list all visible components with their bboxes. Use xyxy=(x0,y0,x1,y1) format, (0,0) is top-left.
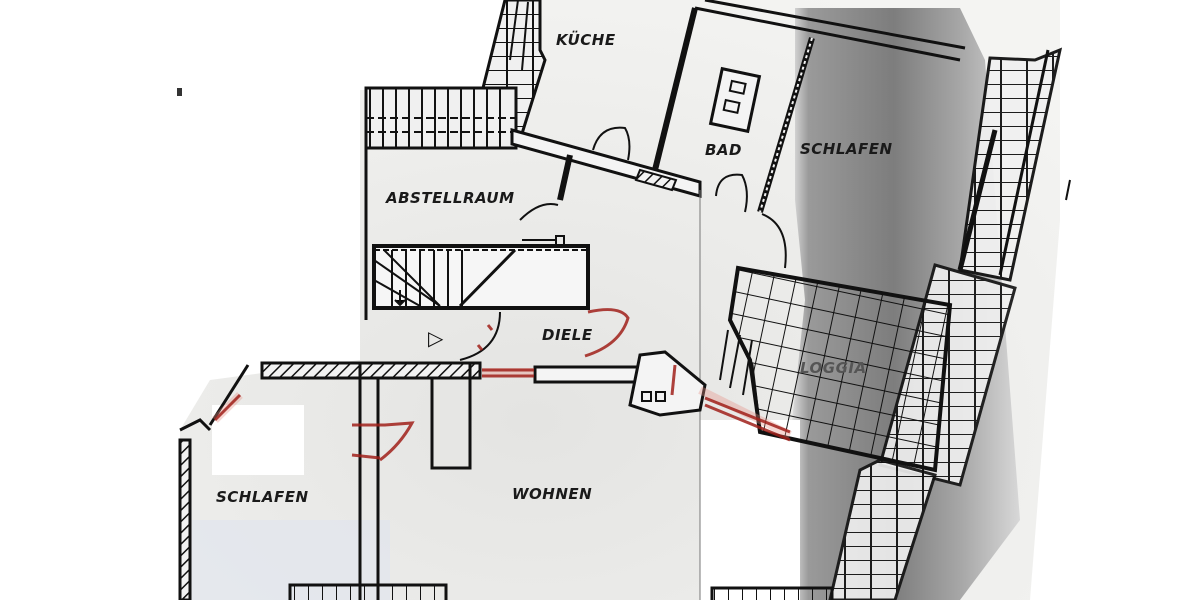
chimney-block xyxy=(628,350,792,442)
right-stair-column xyxy=(957,47,1063,282)
bad-door xyxy=(715,173,748,213)
lower-left-walls xyxy=(178,364,415,600)
kitchen-bad-partition xyxy=(652,7,698,171)
bad-fixture xyxy=(708,66,762,134)
room-label-abstellraum: ABSTELLRAUM xyxy=(385,189,515,207)
room-label-schlafen-bottom: SCHLAFEN xyxy=(216,488,309,506)
scan-mark xyxy=(177,88,182,96)
diele-wohnen-wall xyxy=(260,361,642,600)
main-staircase xyxy=(372,235,590,310)
room-label-kueche: KÜCHE xyxy=(556,30,616,49)
diele-door-left xyxy=(459,311,501,361)
stair-direction-icon: ▷ xyxy=(428,326,444,350)
abstellraum-door xyxy=(519,203,559,221)
room-label-loggia: LOGGIA xyxy=(800,359,867,377)
room-label-bad: BAD xyxy=(705,141,742,159)
red-door-annotation xyxy=(584,308,630,358)
bottom-balcony-rails xyxy=(288,583,834,600)
partition-hatch xyxy=(759,37,813,213)
schlafen-door xyxy=(761,213,787,269)
room-label-wohnen: WOHNEN xyxy=(512,485,592,503)
room-label-schlafen-top: SCHLAFEN xyxy=(800,140,893,158)
scan-mark-right xyxy=(1065,179,1071,201)
top-outer-wall xyxy=(694,6,961,62)
loggia-tiles xyxy=(719,265,953,473)
abstellraum-storage-block xyxy=(364,86,518,320)
room-label-diele: DIELE xyxy=(542,326,593,344)
top-outer-wall-inner xyxy=(704,0,966,50)
